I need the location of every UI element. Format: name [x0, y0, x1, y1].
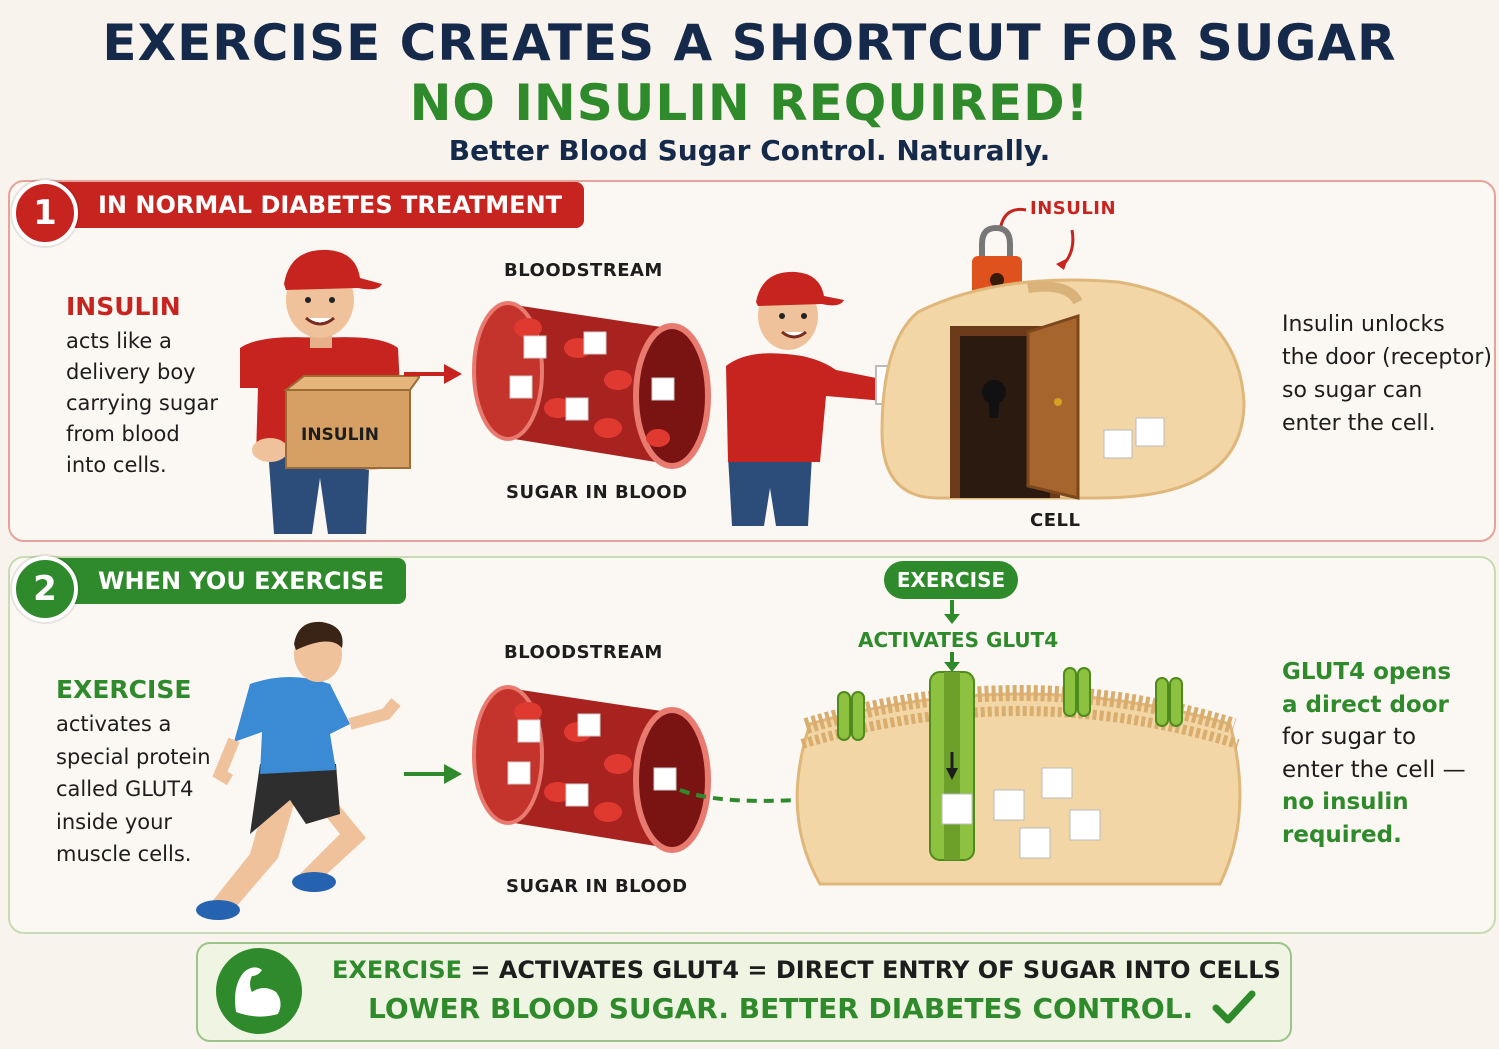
box-label: INSULIN	[301, 425, 379, 445]
arrow-right-icon	[404, 364, 462, 384]
main-title: EXERCISE CREATES A SHORTCUT FOR SUGAR	[102, 14, 1397, 72]
section2-title: WHEN YOU EXERCISE	[46, 558, 407, 604]
section2-left-heading: EXERCISE	[56, 675, 192, 704]
section1-number: 1	[12, 180, 78, 246]
cell-illustration	[880, 278, 1246, 500]
delivery-boy-illustration: INSULIN	[240, 249, 420, 534]
exercise-pill: EXERCISE	[884, 561, 1018, 599]
section1-bloodstream-label: BLOODSTREAM	[504, 260, 663, 281]
arrow-down-icon	[944, 600, 960, 624]
runner-illustration	[196, 621, 401, 920]
summary-banner	[196, 942, 1292, 1042]
section1-left-text: acts like a delivery boy carrying sugar …	[66, 329, 218, 477]
section1-sugar-label: SUGAR IN BLOOD	[506, 482, 688, 503]
section2-right-text: GLUT4 opens a direct door for sugar to e…	[1282, 659, 1466, 848]
section1-right-text: Insulin unlocks the door (receptor) so s…	[1282, 312, 1493, 436]
checkmark-icon	[1212, 990, 1256, 1024]
section1-left-heading: INSULIN	[66, 292, 181, 321]
blood-vessel-illustration	[472, 301, 711, 469]
section2-sugar-label: SUGAR IN BLOOD	[506, 876, 688, 897]
flexed-arm-icon	[216, 948, 302, 1034]
cell-label: CELL	[1030, 510, 1081, 531]
subtitle: Better Blood Sugar Control. Naturally.	[448, 134, 1051, 167]
section2-number: 2	[12, 556, 78, 622]
main-title-highlight: NO INSULIN REQUIRED!	[409, 74, 1090, 132]
summary-line1: EXERCISE = ACTIVATES GLUT4 = DIRECT ENTR…	[332, 956, 1281, 984]
arrow-down-icon	[944, 652, 960, 672]
arrow-right-icon	[404, 764, 462, 784]
activates-glut4-label: ACTIVATES GLUT4	[858, 628, 1059, 652]
section2-left-text: activates a special protein called GLUT4…	[56, 712, 211, 866]
blood-vessel-illustration	[472, 685, 711, 853]
section2-bloodstream-label: BLOODSTREAM	[504, 642, 663, 663]
insulin-lock-label: INSULIN	[1030, 198, 1117, 219]
muscle-cell-illustration	[795, 667, 1242, 886]
summary-line2: LOWER BLOOD SUGAR. BETTER DIABETES CONTR…	[368, 992, 1194, 1025]
section1-title: IN NORMAL DIABETES TREATMENT	[46, 182, 585, 228]
